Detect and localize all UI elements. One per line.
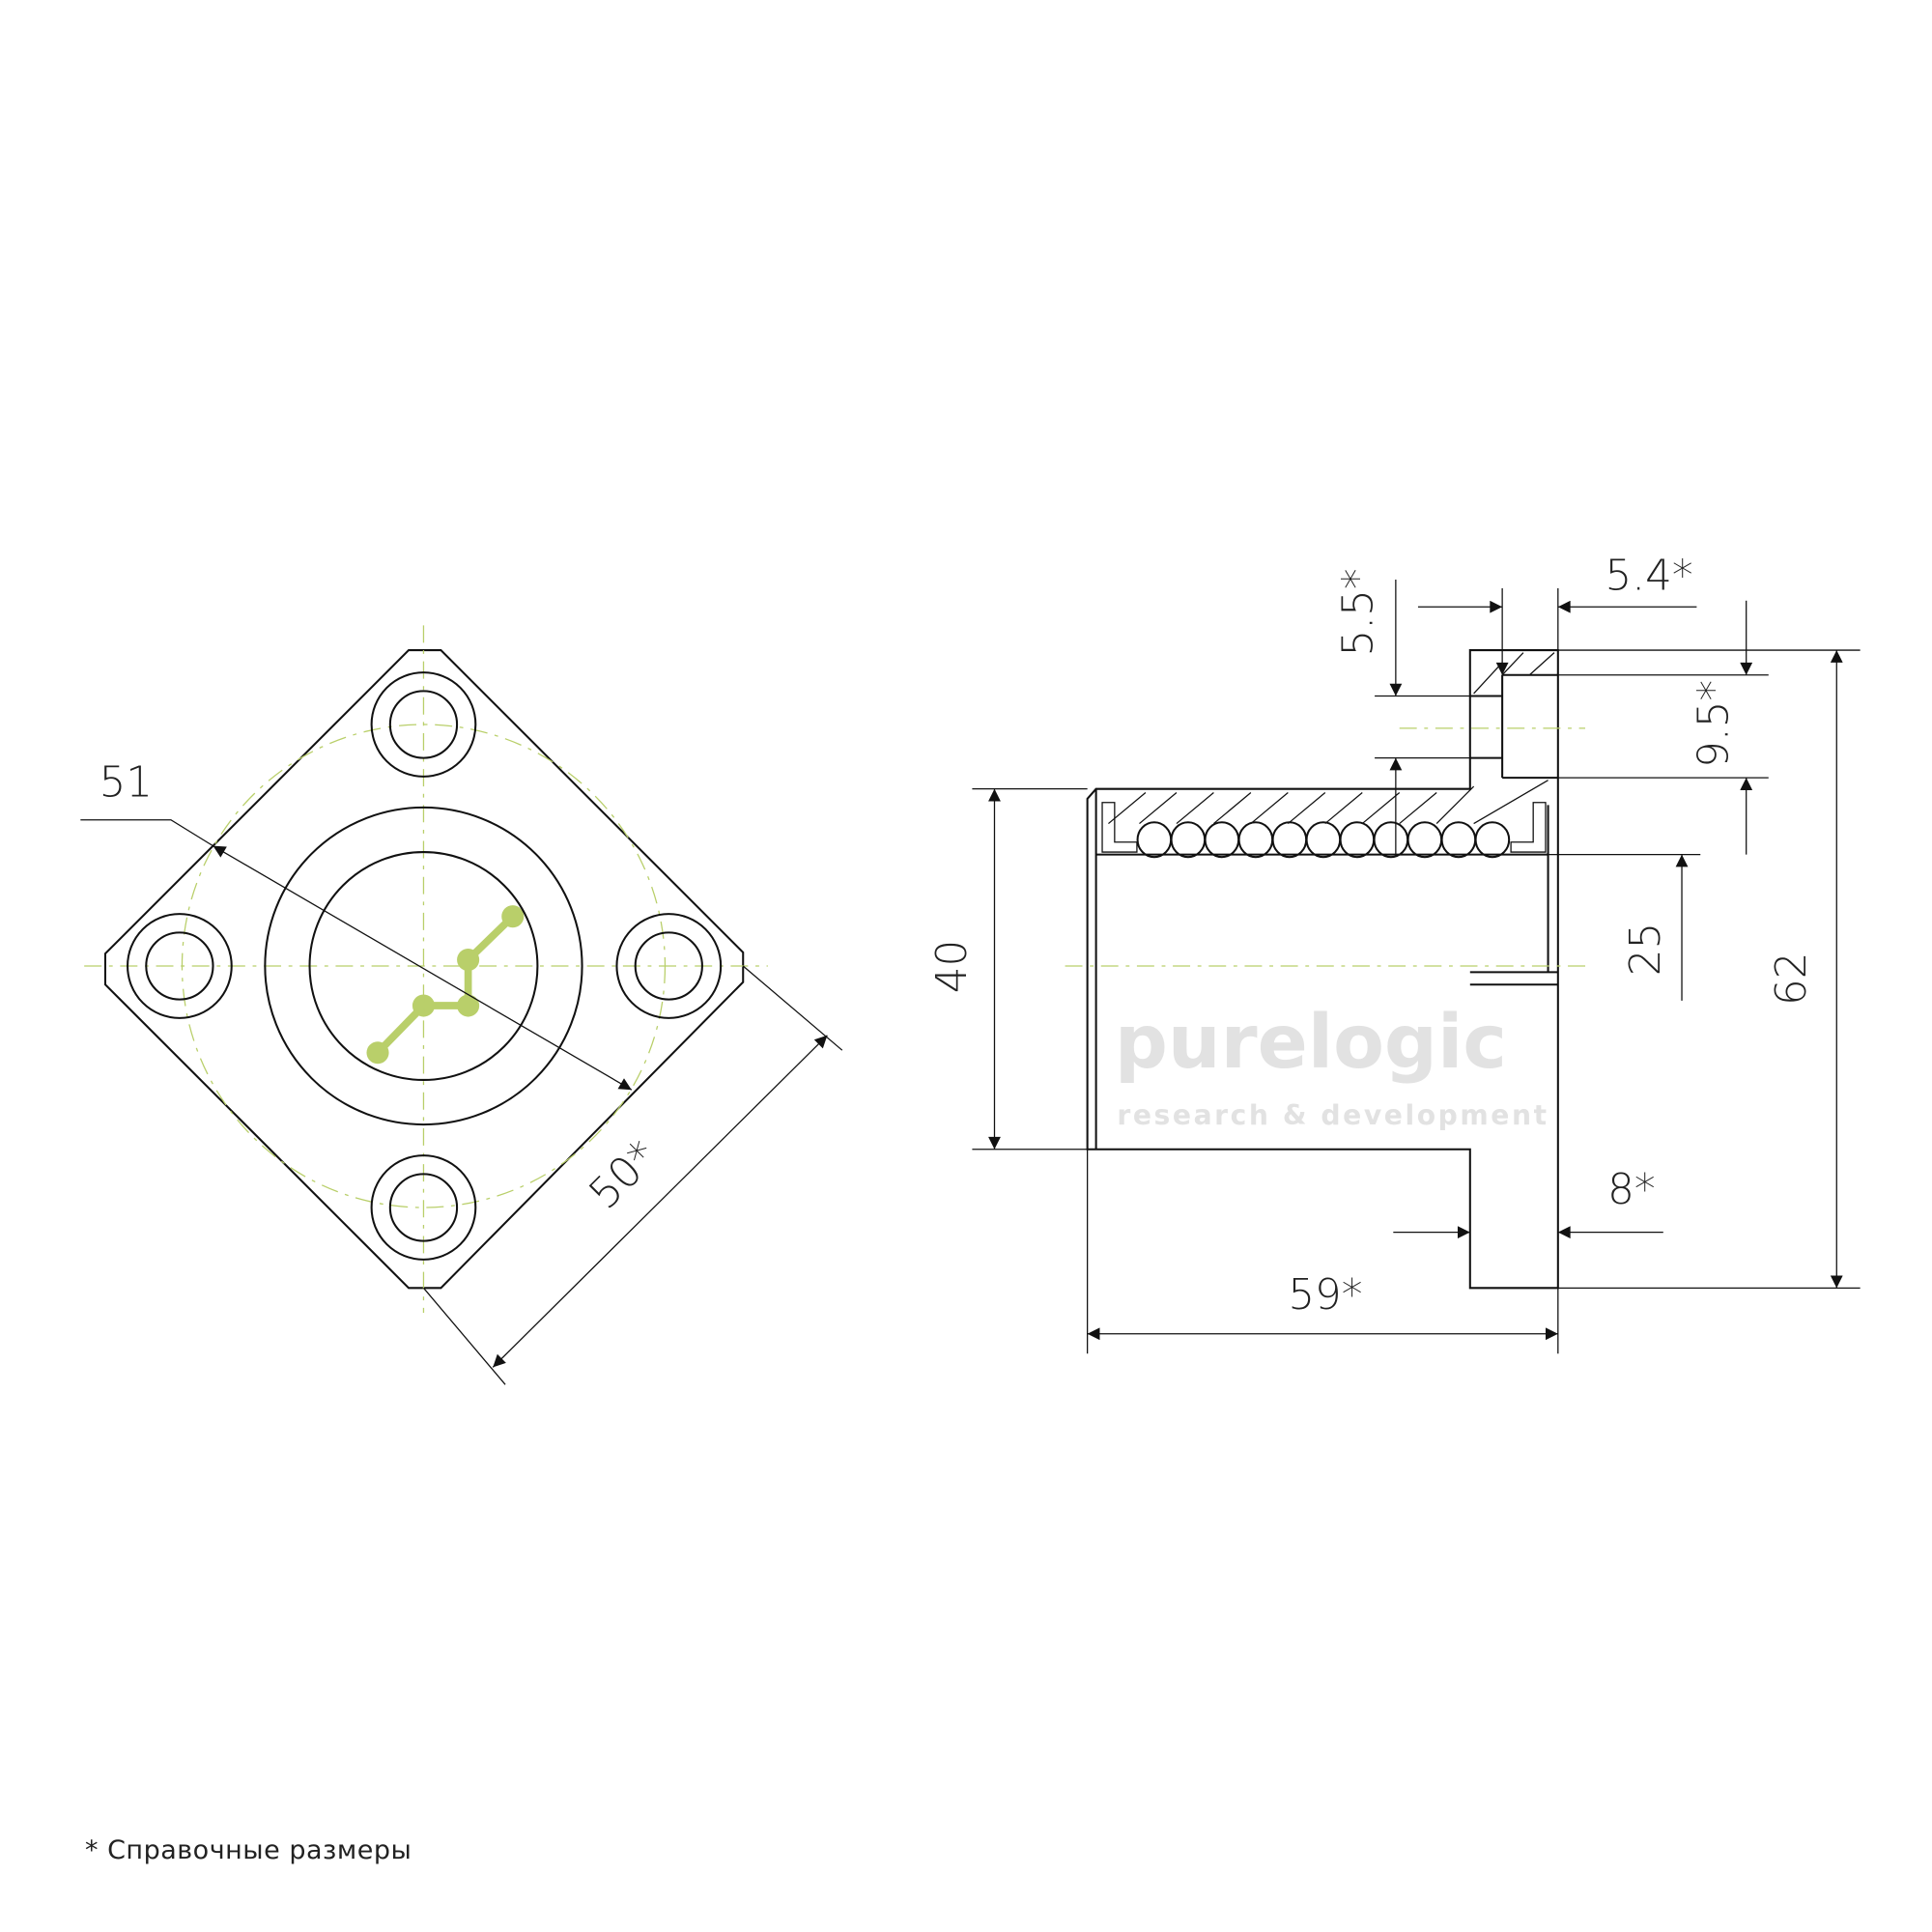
body-outline — [1086, 649, 1559, 1290]
reference-dimensions-note: * Справочные размеры — [85, 1835, 412, 1865]
seal-left — [1101, 802, 1138, 853]
dim-5-4: 5.4* — [1605, 552, 1693, 600]
ball — [1339, 821, 1376, 859]
seal-right — [1510, 802, 1547, 853]
hatching — [1108, 652, 1555, 825]
dim-51: 51 — [99, 758, 153, 807]
dim-59: 59* — [1288, 1271, 1362, 1320]
dim-9-5: 9.5* — [1690, 680, 1738, 768]
flange-outline — [103, 649, 745, 1290]
watermark-brand: purelogic — [1115, 1000, 1507, 1086]
dim-51-leader — [80, 819, 213, 847]
dim-62: 62 — [1768, 952, 1816, 1006]
dim-5-5: 5.5* — [1335, 568, 1383, 656]
ball — [1237, 821, 1274, 859]
ball-row — [1136, 821, 1511, 859]
dim-8: 8* — [1607, 1166, 1656, 1214]
dim-51-line — [213, 845, 633, 1091]
side-section-view — [1065, 649, 1586, 1290]
side-dimensions: 40 62 25 9.5* 5.5* 5.4* 8* 59* — [928, 552, 1861, 1354]
ball — [1305, 821, 1342, 859]
ball — [1170, 821, 1207, 859]
ball — [1440, 821, 1477, 859]
ball — [1406, 821, 1443, 859]
dim-50-line — [492, 1035, 828, 1368]
dim-25: 25 — [1622, 923, 1670, 976]
mounting-holes — [127, 671, 723, 1261]
dim-40: 40 — [928, 940, 977, 993]
watermark-tagline: research & development — [1117, 1099, 1548, 1131]
ball — [1373, 821, 1409, 859]
ball — [1271, 821, 1308, 859]
ball — [1204, 821, 1240, 859]
dim-50: 50* — [581, 1132, 668, 1219]
ball — [1136, 821, 1173, 859]
ball — [1474, 821, 1511, 859]
